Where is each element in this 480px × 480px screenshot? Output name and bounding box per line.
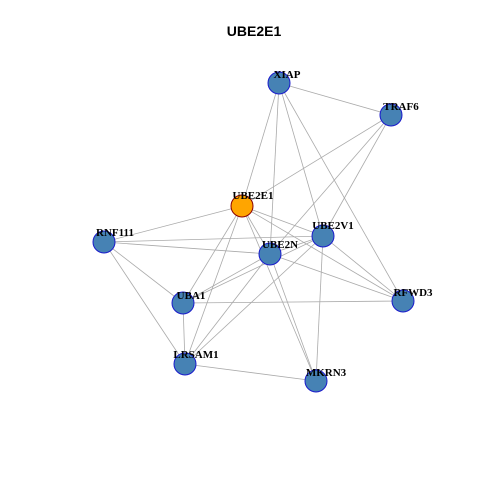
edge-rnf111-ube2v1	[103, 235, 324, 243]
diagram-title: UBE2E1	[227, 23, 282, 39]
edge-rnf111-ube2n	[103, 241, 271, 255]
edge-traf6-ube2n	[269, 114, 392, 255]
node-label: XIAP	[274, 69, 301, 81]
edge-xiap-ube2n	[269, 82, 280, 255]
node-label: RNF111	[96, 227, 134, 239]
node-uba1: UBA1	[171, 290, 206, 315]
node-label: RFWD3	[393, 287, 433, 299]
edge-ube2n-rfwd3	[269, 253, 404, 302]
edge-ube2e1-ube2v1	[241, 205, 324, 237]
node-label: UBE2N	[262, 239, 298, 251]
node-circle	[311, 224, 335, 248]
edge-layer	[103, 82, 404, 382]
node-lrsam1: LRSAM1	[173, 349, 219, 376]
edge-xiap-rfwd3	[278, 82, 404, 302]
node-circle	[304, 369, 328, 393]
node-rfwd3: RFWD3	[391, 287, 433, 313]
edge-traf6-ube2e1	[241, 114, 392, 207]
edge-ube2v1-lrsam1	[184, 235, 324, 365]
edge-ube2e1-uba1	[182, 205, 243, 304]
edge-xiap-ube2e1	[241, 82, 280, 207]
node-circle	[92, 230, 116, 254]
node-circle	[391, 289, 415, 313]
edge-traf6-ube2v1	[322, 114, 392, 237]
node-circle	[171, 291, 195, 315]
node-circle	[379, 103, 403, 127]
edge-lrsam1-mkrn3	[184, 363, 317, 382]
node-label: UBA1	[177, 290, 206, 302]
node-label: UBE2E1	[233, 190, 274, 202]
node-ube2v1: UBE2V1	[311, 220, 354, 248]
node-label: TRAF6	[383, 101, 419, 113]
edge-uba1-rfwd3	[182, 300, 404, 304]
edge-ube2n-lrsam1	[184, 253, 271, 365]
node-circle	[230, 194, 254, 218]
edge-rnf111-lrsam1	[103, 241, 186, 365]
node-xiap: XIAP	[267, 69, 301, 95]
edge-ube2n-uba1	[182, 253, 271, 304]
edge-xiap-ube2v1	[278, 82, 324, 237]
node-ube2e1: UBE2E1	[230, 190, 274, 218]
edge-ube2v1-rfwd3	[322, 235, 404, 302]
node-circle	[258, 242, 282, 266]
node-label: LRSAM1	[173, 349, 218, 361]
node-circle	[173, 352, 197, 376]
node-rnf111: RNF111	[92, 227, 134, 254]
node-traf6: TRAF6	[379, 101, 419, 127]
node-label: MKRN3	[306, 367, 347, 379]
edge-rnf111-uba1	[103, 241, 184, 304]
edge-ube2e1-mkrn3	[241, 205, 317, 382]
node-mkrn3: MKRN3	[304, 367, 347, 393]
edge-ube2e1-lrsam1	[184, 205, 243, 365]
edge-xiap-traf6	[278, 82, 392, 116]
node-label: UBE2V1	[312, 220, 354, 232]
edge-ube2e1-rnf111	[103, 205, 243, 243]
node-circle	[267, 71, 291, 95]
edge-ube2v1-mkrn3	[315, 235, 324, 382]
edge-ube2v1-uba1	[182, 235, 324, 304]
edge-ube2n-mkrn3	[269, 253, 317, 382]
node-ube2n: UBE2N	[258, 239, 298, 266]
